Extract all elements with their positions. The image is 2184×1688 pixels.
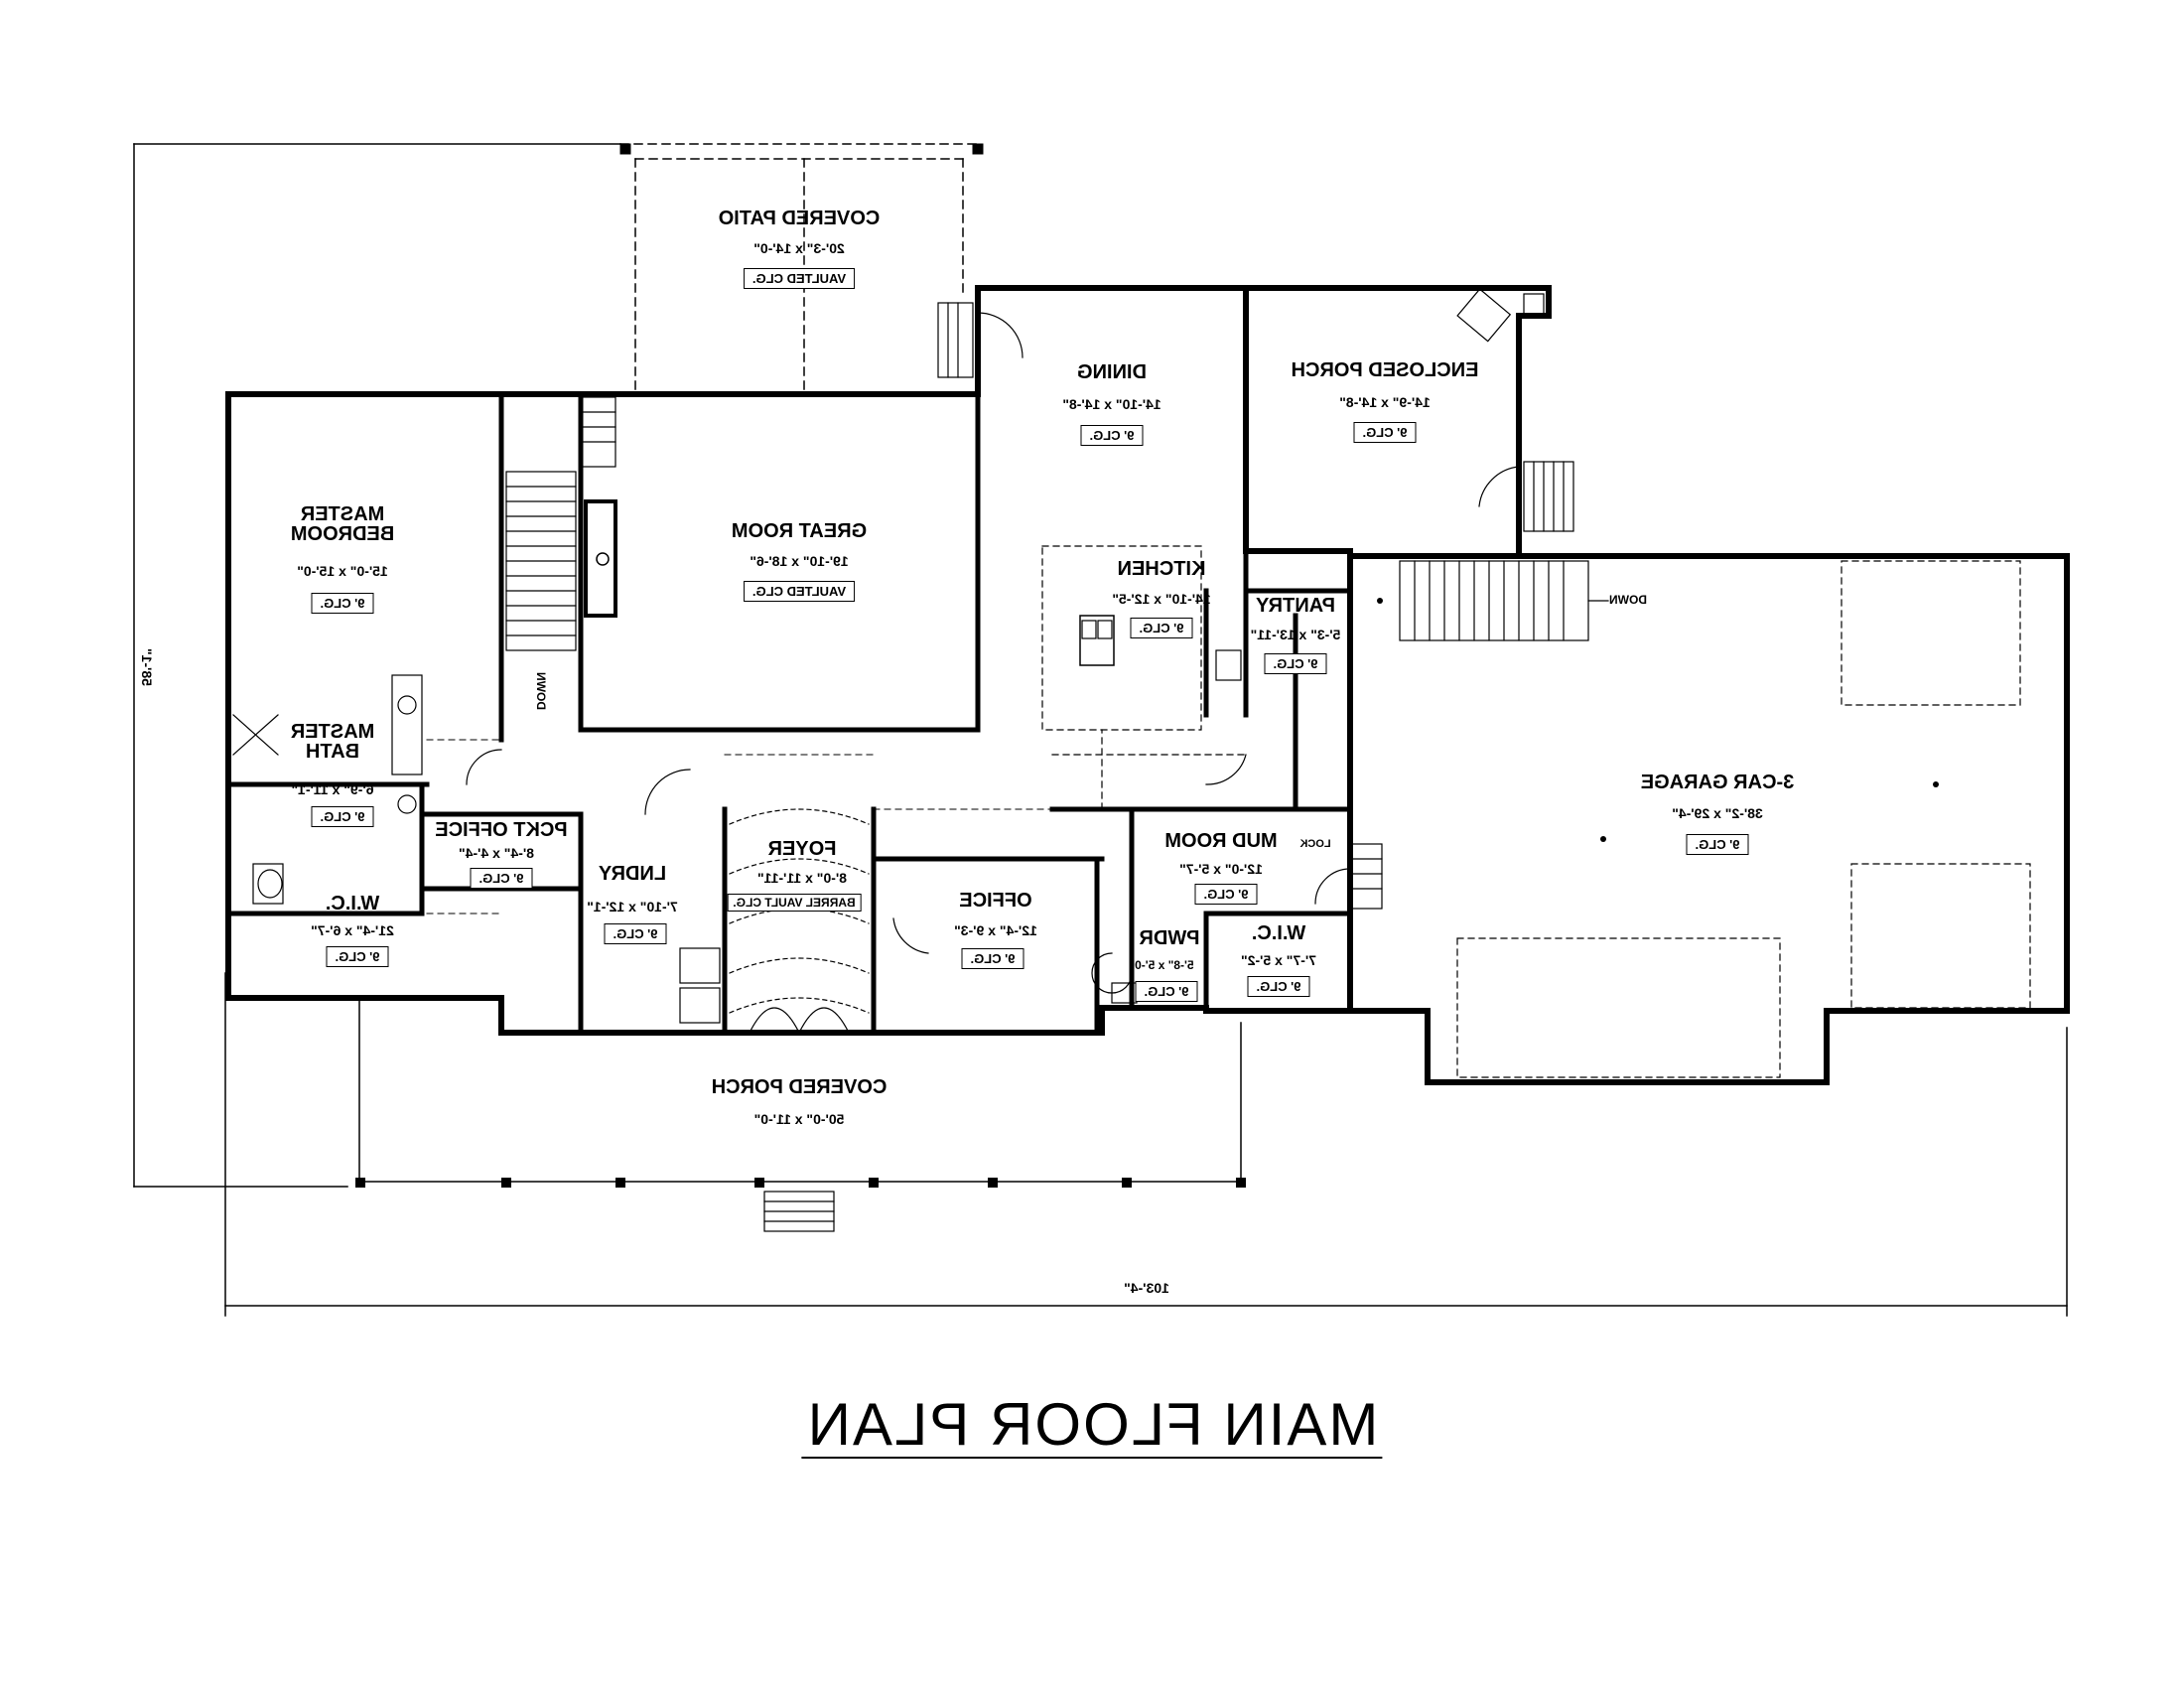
porch-columns xyxy=(355,1178,1246,1188)
pantry-name: PANTRY xyxy=(1256,595,1335,617)
wic-master-size: 21'-4" x 6'-7" xyxy=(311,922,394,938)
dining-name: DINING xyxy=(1077,361,1147,383)
garage-size: 38'-2" x 29'-4" xyxy=(1672,805,1763,821)
lock-note: LOCK xyxy=(1299,838,1331,850)
stair-down-note: DOWN xyxy=(534,672,548,710)
office-name: OFFICE xyxy=(959,890,1032,912)
covered-porch-name: COVERED PORCH xyxy=(711,1076,887,1098)
dining-size: 14'-10" x 14'-8" xyxy=(1062,396,1161,412)
wic-mud-size: 7'-7" x 5'-2" xyxy=(1241,952,1316,968)
master-bath-name: MASTER BATH xyxy=(290,721,375,763)
pwdr-size: 5'-8" x 5'-0" xyxy=(1129,958,1194,972)
stove xyxy=(1456,288,1545,343)
mud-room-name: MUD ROOM xyxy=(1164,830,1278,852)
covered-patio-name: COVERED PATIO xyxy=(718,208,881,229)
garage-name: 3-CAR GARAGE xyxy=(1640,772,1795,793)
wic-mud-ceiling: 9' CLG. xyxy=(1247,976,1310,997)
kitchen-size: 14'-10" x 12'-5" xyxy=(1112,591,1211,607)
master-bedroom-ceiling: 9' CLG. xyxy=(311,593,374,614)
pantry-size: 5'-3" x 13'-11" xyxy=(1250,627,1341,642)
plan-title: MAIN FLOOR PLAN xyxy=(801,1391,1383,1459)
hallway-lines xyxy=(426,739,1053,914)
master-bath-size: 6'-9" x 11'-1" xyxy=(291,781,374,797)
stairs-great-room xyxy=(505,396,616,651)
wic-mud-name: W.I.C. xyxy=(1251,922,1306,944)
lndry-size: 7'-10" x 12'-1" xyxy=(587,899,678,914)
porch-steps xyxy=(763,1191,835,1232)
dining-ceiling: 9' CLG. xyxy=(1080,425,1144,446)
enclosed-porch-size: 14'-9" x 14'-8" xyxy=(1339,394,1431,410)
great-room-ceiling: VAULTED CLG. xyxy=(743,581,856,602)
master-bath-ceiling: 9' CLG. xyxy=(311,806,374,827)
enclosed-porch-ceiling: 9' CLG. xyxy=(1353,422,1417,443)
overall-width-label: 103'-4" xyxy=(1124,1280,1169,1296)
side-steps xyxy=(937,302,1574,910)
great-room-name: GREAT ROOM xyxy=(731,520,868,542)
fixtures xyxy=(232,620,1242,1024)
lndry-ceiling: 9' CLG. xyxy=(604,923,667,944)
master-bedroom-size: 15'-0" x 15'-0" xyxy=(297,563,388,579)
foyer-size: 8'-0" x 11'-11" xyxy=(757,870,847,886)
pckt-office-name: PCKT OFFICE xyxy=(435,819,568,841)
garage-ceiling: 9' CLG. xyxy=(1686,834,1749,855)
interior-walls xyxy=(225,285,1353,1036)
kitchen-island xyxy=(1041,545,1247,810)
door-swings xyxy=(466,312,1520,1034)
pckt-office-ceiling: 9' CLG. xyxy=(470,868,533,889)
stairs-garage xyxy=(1399,560,1609,641)
wic-master-name: W.I.C. xyxy=(325,893,380,914)
mud-room-size: 12'-0" x 5'-7" xyxy=(1179,861,1263,877)
master-bedroom-name: MASTER BEDROOM xyxy=(290,503,395,545)
enclosed-porch-name: ENCLOSED PORCH xyxy=(1291,359,1479,381)
covered-patio-ceiling: VAULTED CLG. xyxy=(743,268,856,289)
overall-depth-label: 58'-1" xyxy=(139,648,155,686)
wic-master-ceiling: 9' CLG. xyxy=(326,946,389,967)
pwdr-ceiling: 9' CLG. xyxy=(1135,981,1198,1002)
garage-stair-down-note: DOWN xyxy=(1609,593,1647,607)
foyer-name: FOYER xyxy=(767,838,837,860)
pckt-office-size: 8'-4" x 4'-4" xyxy=(459,845,534,861)
foyer-ceiling: BARREL VAULT CLG. xyxy=(727,894,862,912)
garage-dots xyxy=(1377,598,1939,842)
office-ceiling: 9' CLG. xyxy=(961,948,1024,969)
covered-porch-outline xyxy=(358,997,1242,1183)
fireplace xyxy=(584,499,617,618)
mud-room-ceiling: 9' CLG. xyxy=(1194,884,1258,905)
garage-doors xyxy=(1456,560,2031,1078)
dimension-lines xyxy=(133,143,2068,1317)
kitchen-name: KITCHEN xyxy=(1117,558,1206,580)
pantry-ceiling: 9' CLG. xyxy=(1264,653,1327,674)
pwdr-name: PWDR xyxy=(1139,927,1200,949)
great-room-size: 19'-10" x 18'-6" xyxy=(750,553,849,569)
office-size: 12'-4" x 9'-3" xyxy=(954,922,1037,938)
kitchen-ceiling: 9' CLG. xyxy=(1130,618,1193,638)
covered-porch-size: 50'-0" x 11'-0" xyxy=(753,1111,845,1127)
lndry-name: LNDRY xyxy=(598,863,667,885)
covered-patio-size: 20'-3" x 14'-0" xyxy=(753,240,845,256)
